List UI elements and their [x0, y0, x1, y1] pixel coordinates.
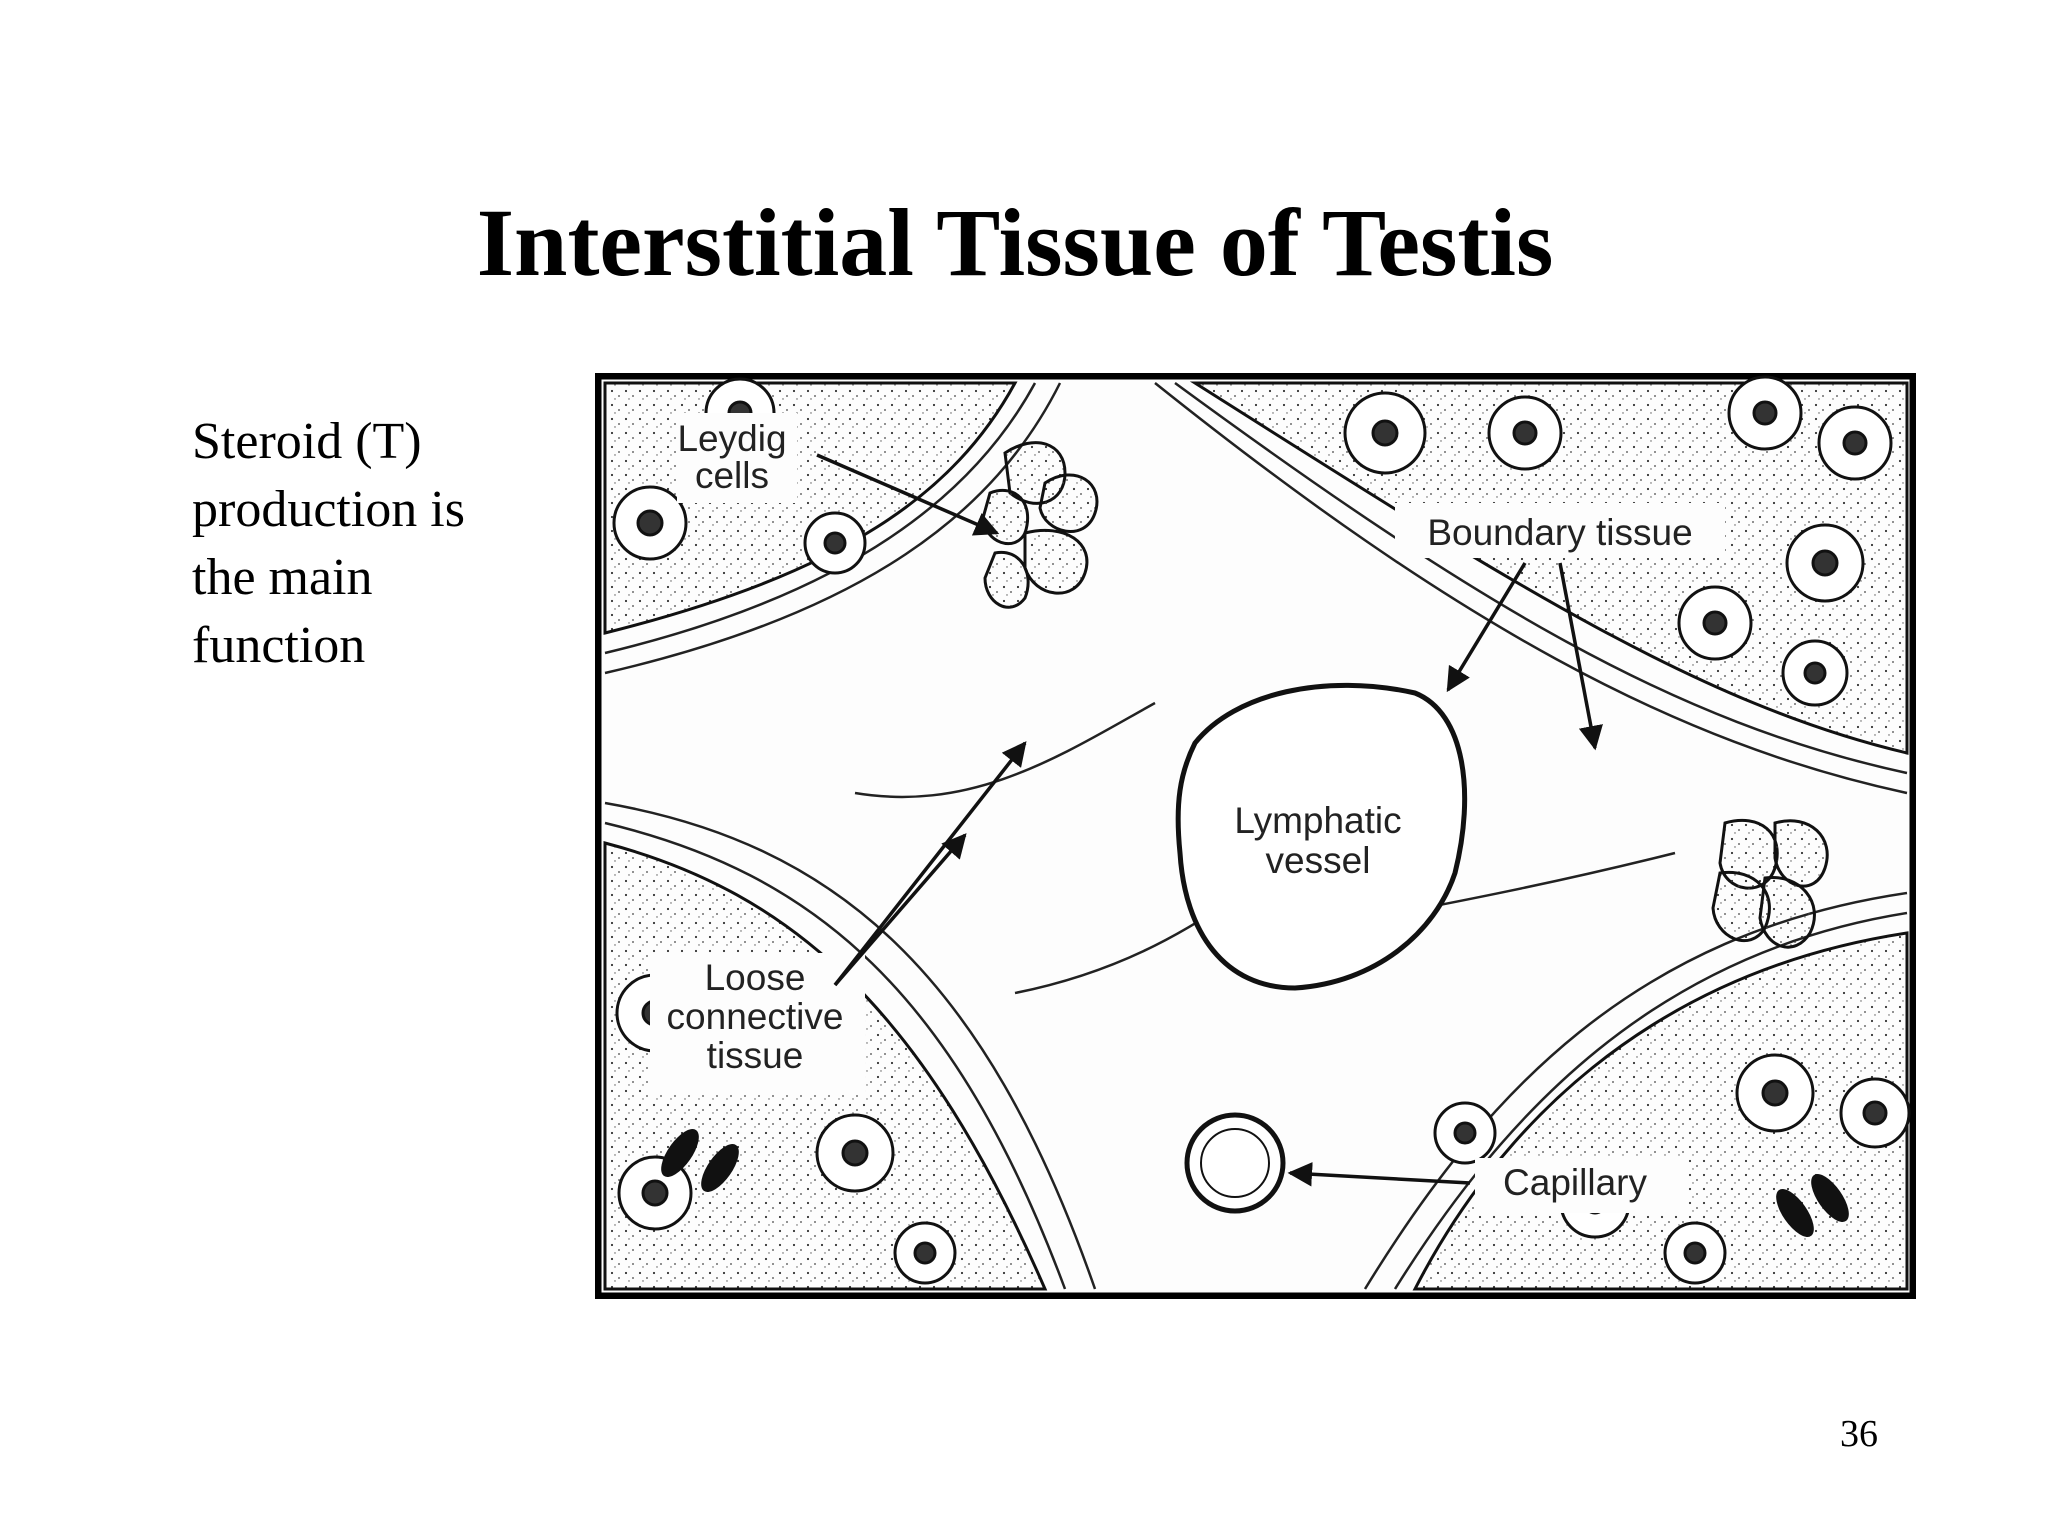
capillary-vessel: [1184, 1112, 1286, 1214]
label-capillary: Capillary: [1503, 1162, 1647, 1203]
body-text: Steroid (T) production is the main funct…: [192, 408, 532, 680]
label-loose-3: tissue: [707, 1035, 804, 1076]
page-number: 36: [1840, 1413, 1878, 1455]
slide-title: Interstitial Tissue of Testis: [476, 189, 1554, 296]
label-backgrounds: [650, 413, 1725, 1213]
lymphatic-vessel: [1175, 682, 1468, 991]
body-line: function: [192, 617, 366, 674]
label-lymphatic-1: Lymphatic: [1234, 800, 1401, 841]
body-line: Steroid (T): [192, 413, 422, 470]
pointer-arrows: [816, 453, 1603, 1187]
label-loose-2: connective: [667, 996, 844, 1037]
label-boundary-tissue: Boundary tissue: [1427, 512, 1692, 553]
body-line: the main: [192, 549, 373, 606]
sperm-heads: [661, 1129, 1849, 1237]
label-leydig-2: cells: [695, 455, 769, 496]
label-lymphatic-2: vessel: [1266, 840, 1371, 881]
body-line: production is: [192, 481, 465, 538]
label-loose-1: Loose: [705, 957, 806, 998]
leydig-cells: [981, 441, 1829, 949]
label-leydig-1: Leydig: [677, 418, 786, 459]
histology-diagram: Leydig cells Boundary tissue Lymphatic v…: [595, 373, 1916, 1299]
